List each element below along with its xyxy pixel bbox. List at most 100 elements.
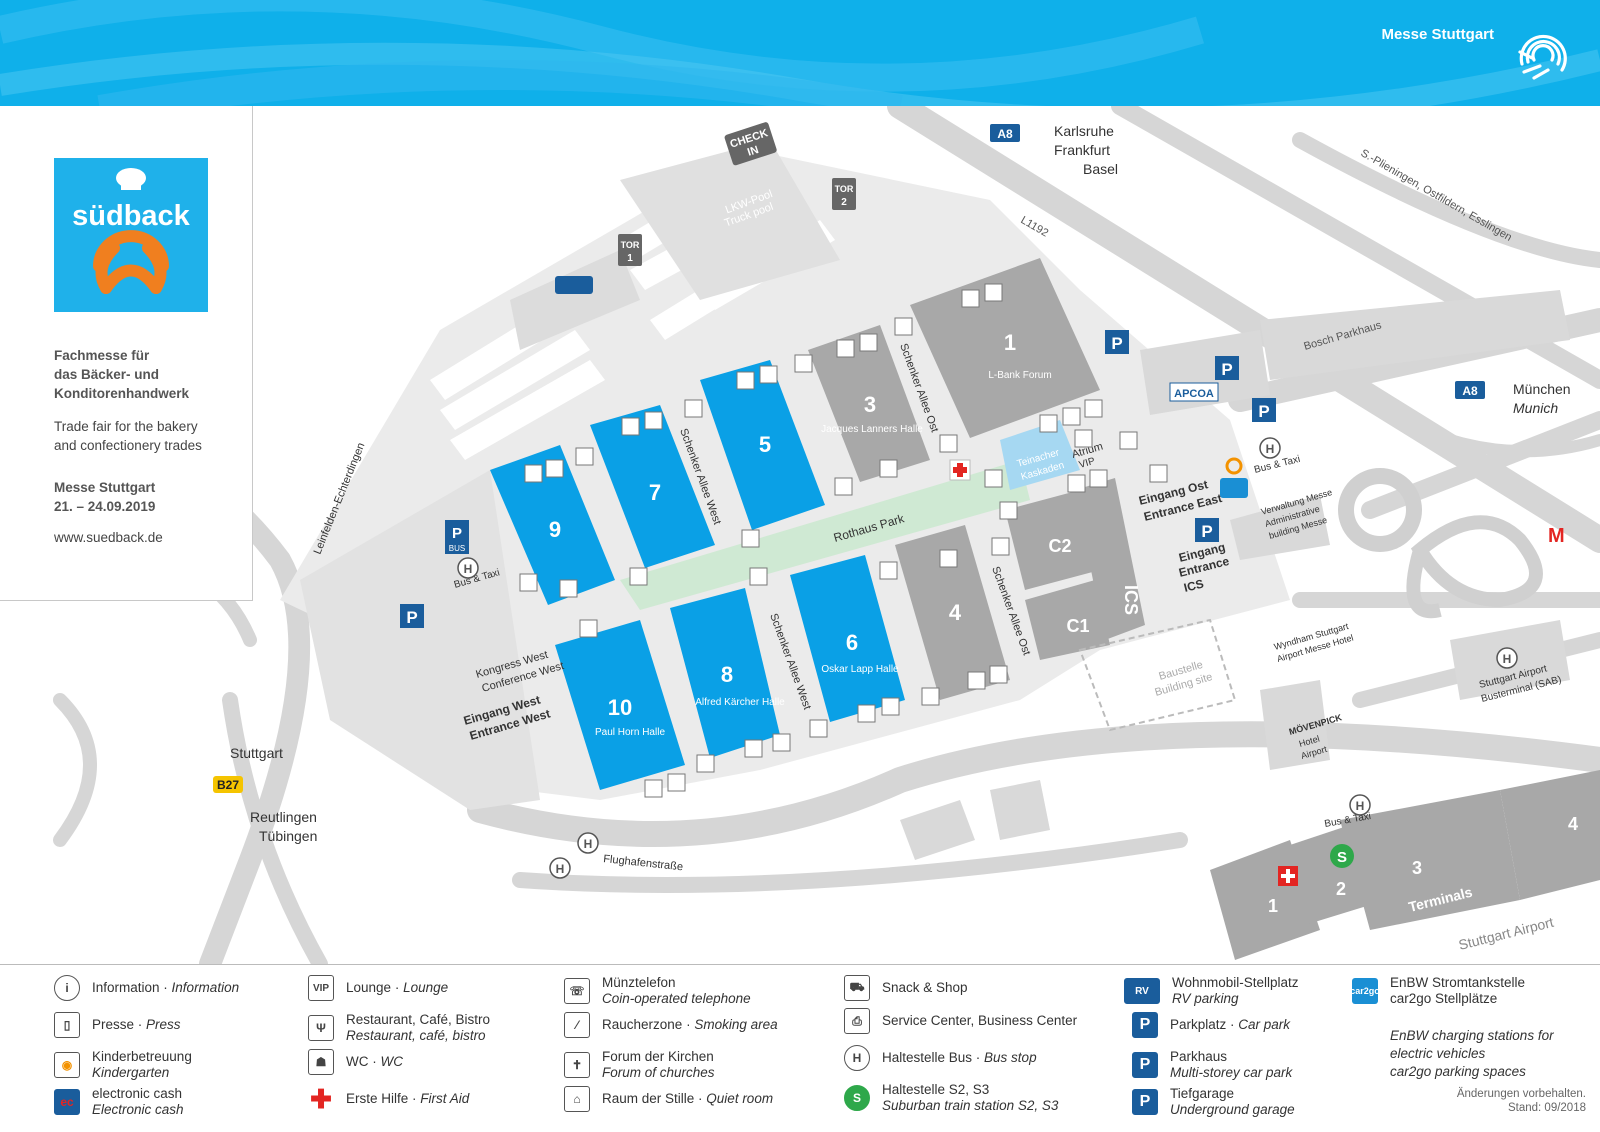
legend-smoking: ⁄Raucherzone · Smoking area: [564, 1012, 778, 1038]
tor-1-sign: TOR 1: [618, 234, 642, 266]
hall-6[interactable]: [790, 555, 905, 722]
svg-text:APCOA: APCOA: [1174, 388, 1214, 400]
dest-muenchen: München: [1513, 381, 1571, 397]
hall-1[interactable]: [910, 258, 1100, 438]
kindergarten-icon: ◉: [54, 1052, 80, 1078]
legend-first-aid: ✚Erste Hilfe · First Aid: [308, 1084, 469, 1114]
apcoa-logo: APCOA: [1169, 382, 1219, 402]
hall-7[interactable]: [590, 405, 715, 568]
website-link[interactable]: www.suedback.de: [54, 530, 163, 545]
svg-text:P: P: [1221, 360, 1232, 379]
service-pictograms: [519, 283, 1168, 798]
quiet-room-icon: ⌂: [564, 1086, 590, 1112]
enbw-icon: car2go: [1350, 978, 1380, 1004]
svg-text:S: S: [1337, 849, 1347, 866]
svg-text:P: P: [1201, 522, 1212, 541]
legend-note: Änderungen vorbehalten.Stand: 09/2018: [1456, 1088, 1586, 1114]
dest-basel: Basel: [1083, 161, 1118, 177]
s-bahn-icon: S: [1330, 844, 1354, 868]
hall-6-name: Oskar Lapp Halle: [821, 664, 899, 675]
svg-text:H: H: [464, 562, 473, 576]
hall-c2[interactable]: [1005, 490, 1100, 590]
dest-frankfurt: Frankfurt: [1054, 142, 1110, 158]
hall-9[interactable]: [490, 445, 615, 605]
printer-icon: ⎙: [844, 1008, 870, 1034]
svg-text:2: 2: [841, 197, 847, 208]
svg-text:P: P: [452, 525, 462, 542]
brand-name: südback: [72, 200, 190, 232]
svg-text:BUS: BUS: [449, 544, 465, 553]
press-icon: ▯: [54, 1012, 80, 1038]
info-icon: i: [54, 975, 80, 1001]
svg-text:P: P: [1258, 402, 1269, 421]
airport-buildings: [1210, 770, 1600, 960]
hall-3[interactable]: [808, 325, 930, 482]
dest-munich: Munich: [1513, 400, 1558, 416]
hall-8[interactable]: [670, 588, 780, 758]
grey-halls: [808, 258, 1145, 700]
dest-karlsruhe: Karlsruhe: [1054, 123, 1114, 139]
building-site: [1078, 618, 1237, 732]
hall-ics[interactable]: [1075, 478, 1145, 640]
svg-text:1: 1: [627, 253, 633, 264]
hall-c2-number: C2: [1048, 536, 1071, 556]
hall-5[interactable]: [700, 360, 825, 530]
cross-icon: ✝: [564, 1052, 590, 1078]
parking-icon: P: [1215, 356, 1239, 380]
interchange-loop: [1410, 515, 1543, 608]
svg-text:A8: A8: [1462, 384, 1478, 398]
svg-text:TOR: TOR: [621, 240, 640, 250]
messe-logo-icon: [1518, 34, 1567, 80]
hall-c1-number: C1: [1066, 616, 1089, 636]
truck-pool: [620, 140, 840, 300]
bus-stop-icon: H: [549, 857, 571, 879]
svg-text:B27: B27: [217, 778, 239, 792]
bus-stop-icon: H: [844, 1045, 870, 1071]
bus-stop-icon: H: [457, 557, 479, 579]
svg-text:P: P: [1111, 334, 1122, 353]
terminal-2: 2: [1336, 879, 1346, 899]
wc-icon: ☗: [308, 1049, 334, 1075]
parking-icon: P: [1105, 330, 1129, 354]
hall-3-name: Jacques Lanners Halle: [821, 424, 923, 435]
rv-parking-area: [510, 250, 640, 350]
hall-c1[interactable]: [1025, 580, 1110, 660]
hall-10-number: 10: [608, 695, 632, 720]
org-name: Messe Stuttgart: [1381, 26, 1494, 43]
hall-4[interactable]: [895, 525, 1010, 700]
header-swirl-decor: [0, 0, 1600, 106]
bus-parking-icon: P BUS: [445, 520, 469, 554]
hall-ics-number: ICS: [1121, 585, 1141, 615]
svg-text:H: H: [1503, 652, 1512, 666]
dest-reutlingen: Reutlingen: [250, 809, 317, 825]
parking-icon: P: [1195, 518, 1219, 542]
parking-icon: P: [1132, 1012, 1158, 1038]
bus-stop-icon: H: [1349, 794, 1371, 816]
svg-text:H: H: [584, 837, 593, 851]
a8-sign-top: A8: [990, 124, 1020, 142]
hall-10[interactable]: [555, 620, 685, 790]
legend-quiet-room: ⌂Raum der Stille · Quiet room: [564, 1086, 773, 1112]
hall-6-number: 6: [846, 630, 858, 655]
bus-stop-icon: H: [1259, 437, 1281, 459]
vip-label: VIP: [1078, 456, 1097, 471]
road-network: [0, 106, 1600, 964]
s-bahn-icon: S: [844, 1085, 870, 1111]
dest-stuttgart: Stuttgart: [230, 745, 283, 761]
pharmacy-icon: [1278, 866, 1298, 886]
eingang-ics-name: ICS: [1182, 576, 1205, 594]
header-bar: Messe Stuttgart: [0, 0, 1600, 106]
